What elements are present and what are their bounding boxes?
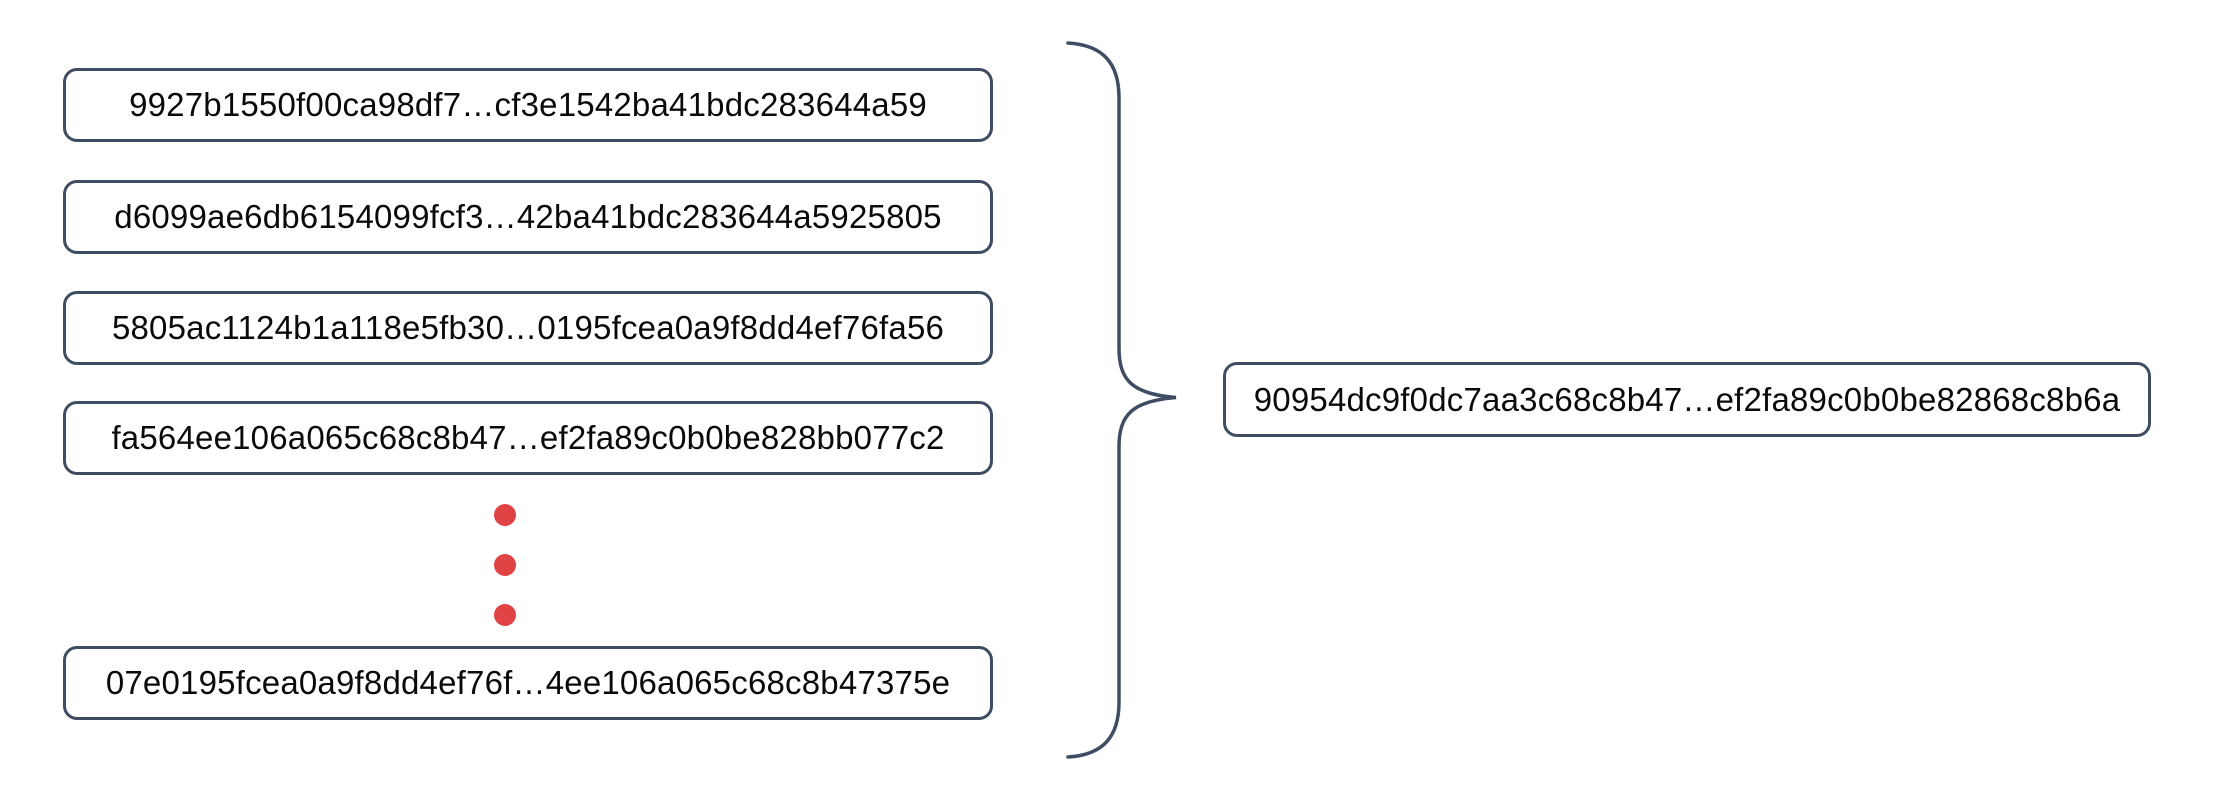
input-hash-box-3: 5805ac1124b1a118e5fb30…0195fcea0a9f8dd4e…: [63, 291, 993, 365]
input-hash-box-5: 07e0195fcea0a9f8dd4ef76f…4ee106a065c68c8…: [63, 646, 993, 720]
input-hash-box-1: 9927b1550f00ca98df7…cf3e1542ba41bdc28364…: [63, 68, 993, 142]
vertical-ellipsis-dots: [494, 504, 516, 626]
output-hash-box: 90954dc9f0dc7aa3c68c8b47…ef2fa89c0b0be82…: [1223, 362, 2151, 437]
ellipsis-dot: [494, 604, 516, 626]
input-hash-box-4: fa564ee106a065c68c8b47…ef2fa89c0b0be828b…: [63, 401, 993, 475]
ellipsis-dot: [494, 504, 516, 526]
ellipsis-dot: [494, 554, 516, 576]
input-hash-box-2: d6099ae6db6154099fcf3…42ba41bdc283644a59…: [63, 180, 993, 254]
